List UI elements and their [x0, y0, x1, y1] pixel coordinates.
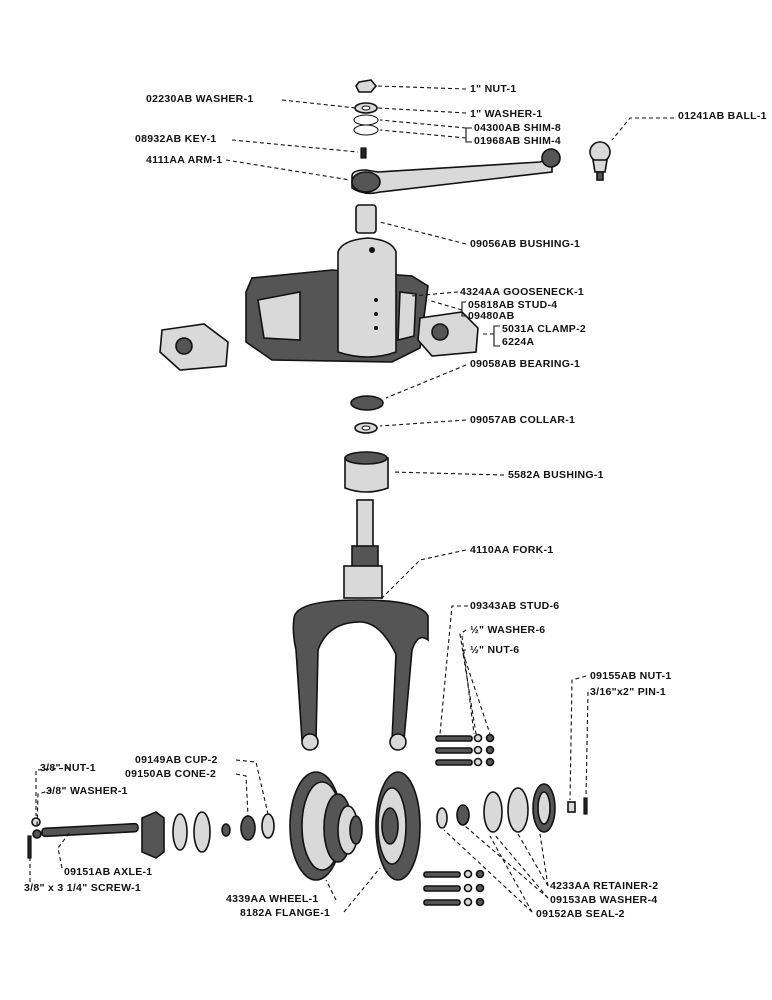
axle-part [27, 817, 139, 859]
label-nut-3-8: 3/8" NUT-1 [40, 762, 96, 774]
shim-parts [353, 114, 379, 136]
label-clamp-5031a: 5031A CLAMP-2 [502, 323, 587, 335]
label-flange-8182a: 8182A FLANGE-1 [240, 907, 331, 919]
arm-part [351, 148, 561, 195]
flange-part [375, 771, 421, 881]
label-axle-09151ab: 09151AB AXLE-1 [64, 866, 153, 878]
label-stud-09343ab: 09343AB STUD-6 [470, 600, 560, 612]
label-collar-09057ab: 09057AB COLLAR-1 [470, 414, 576, 426]
label-cone-09150ab: 09150AB CONE-2 [125, 768, 217, 780]
gooseneck-part [245, 237, 429, 363]
key-part [360, 147, 367, 159]
label-shim-04300ab: 04300AB SHIM-8 [474, 122, 562, 134]
label-washer-02230ab: 02230AB WASHER-1 [146, 93, 254, 105]
label-cup-09149ab: 09149AB CUP-2 [135, 754, 218, 766]
label-washer-half: ½" WASHER-6 [470, 624, 546, 636]
label-washer-09153ab: 09153AB WASHER-4 [550, 894, 658, 906]
label-bushing-09056ab: 09056AB BUSHING-1 [470, 238, 581, 250]
label-washer-1in: 1" WASHER-1 [470, 108, 543, 120]
bushing-09056ab-part [355, 204, 377, 234]
fork-part [292, 499, 429, 751]
label-wheel-4339aa: 4339AA WHEEL-1 [226, 893, 319, 905]
bearing-09058ab-part [350, 395, 384, 411]
label-gooseneck-4324aa: 4324AA GOOSENECK-1 [460, 286, 585, 298]
leader-lines [29, 85, 674, 913]
label-fork-4110aa: 4110AA FORK-1 [470, 544, 554, 556]
flange-studs-part [423, 869, 485, 907]
collar-09057ab-part [354, 422, 378, 434]
label-screw-3-8: 3/8" x 3 1/4" SCREW-1 [24, 882, 142, 894]
nut-1in-part [355, 79, 378, 93]
label-key-08932ab: 08932AB KEY-1 [135, 133, 217, 145]
bushing-5582a-part [344, 451, 389, 493]
label-retainer-4233aa: 4233AA RETAINER-2 [550, 880, 659, 892]
ball-part [589, 141, 611, 181]
label-nut-09155ab: 09155AB NUT-1 [590, 670, 672, 682]
label-bushing-5582a: 5582A BUSHING-1 [508, 469, 604, 481]
label-bearing-09058ab: 09058AB BEARING-1 [470, 358, 581, 370]
label-seal-09152ab: 09152AB SEAL-2 [536, 908, 625, 920]
label-part-6224a: 6224A [502, 336, 535, 348]
label-part-09480ab: 09480AB [468, 310, 515, 322]
wheel-right-hardware-part [436, 783, 588, 833]
label-stud-05818ab: 05818AB STUD-4 [468, 299, 558, 311]
fork-studs-part [435, 733, 495, 767]
label-nut-1in: 1" NUT-1 [470, 83, 517, 95]
label-nut-half: ½" NUT-6 [470, 644, 520, 656]
clamp-left-part [159, 323, 229, 371]
axle-hardware-part [141, 811, 275, 859]
label-ball-01241ab: 01241AB BALL-1 [678, 110, 767, 122]
wheel-part [289, 771, 363, 881]
washer-1in-part [354, 102, 378, 114]
label-shim-01968ab: 01968AB SHIM-4 [474, 135, 562, 147]
clamp-right-part [417, 311, 479, 357]
label-arm-4111aa: 4111AA ARM-1 [146, 154, 223, 166]
label-washer-3-8: 3/8" WASHER-1 [46, 785, 128, 797]
label-pin-3-16: 3/16"x2" PIN-1 [590, 686, 667, 698]
